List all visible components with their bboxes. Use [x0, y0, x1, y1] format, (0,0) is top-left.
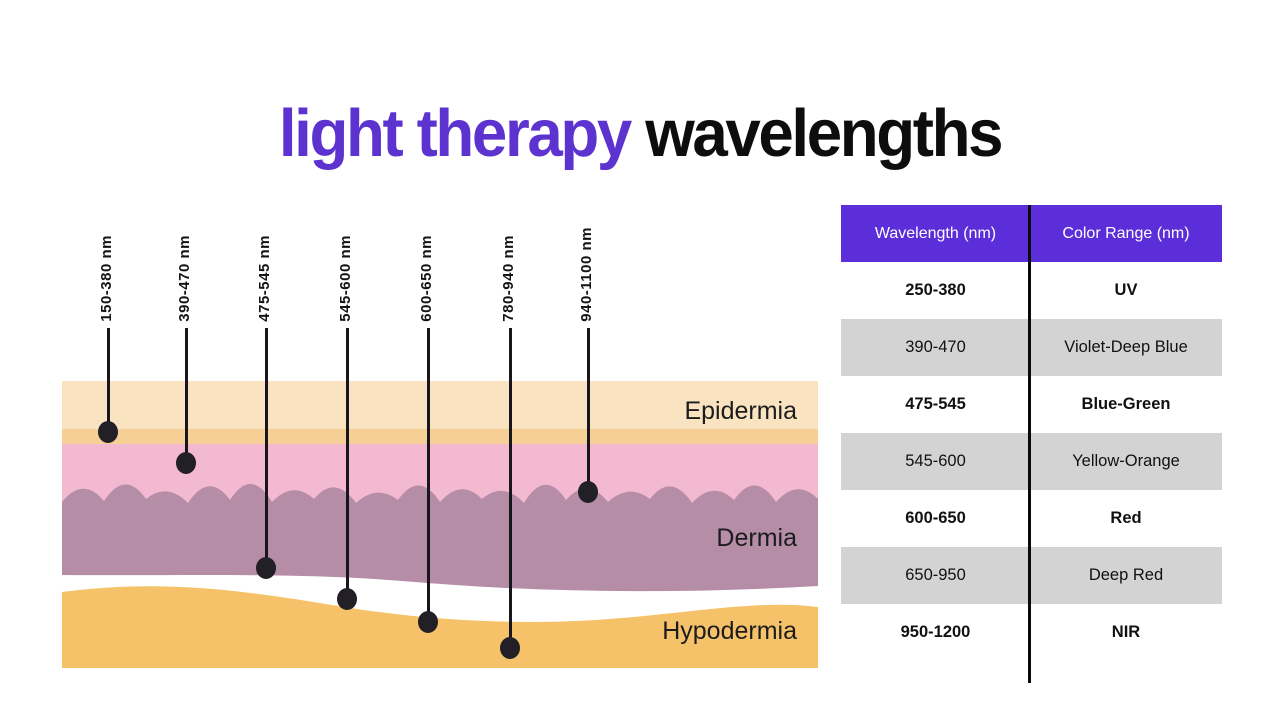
- probe-line: [345, 328, 349, 599]
- dermis-shape: [62, 483, 818, 592]
- skin-diagram: 150-380 nm 390-470 nm 475-545 nm 545-600…: [62, 190, 818, 668]
- wavelength-cell: 475-545: [905, 395, 966, 413]
- table-row: 475-545 Blue-Green: [841, 376, 1222, 433]
- title-highlight: light therapy: [278, 95, 632, 171]
- probe-depth-dot: [500, 637, 520, 659]
- color-range-cell: Blue-Green: [1081, 395, 1171, 413]
- epidermis-band: [62, 381, 818, 429]
- table-row: 950-1200 NIR: [841, 604, 1222, 661]
- probe-wavelength-label: 780-940 nm: [500, 235, 517, 322]
- table-body: 250-380 UV 390-470 Violet-Deep Blue 475-…: [841, 262, 1222, 661]
- table-row: 600-650 Red: [841, 490, 1222, 547]
- table-row: 650-950 Deep Red: [841, 547, 1222, 604]
- epidermis-strip: [62, 429, 818, 444]
- table-header-wavelength: Wavelength (nm): [874, 224, 997, 242]
- color-range-cell: UV: [1114, 281, 1138, 299]
- color-range-cell: Deep Red: [1088, 566, 1164, 584]
- table-row: 250-380 UV: [841, 262, 1222, 319]
- hypodermis-shape: [62, 586, 818, 668]
- layer-label-hypodermia: Hypodermia: [662, 617, 797, 645]
- probe-line: [264, 328, 268, 568]
- wavelength-cell: 545-600: [905, 452, 966, 470]
- probe-line: [508, 328, 512, 648]
- probe-depth-dot: [176, 452, 196, 474]
- probe-depth-dot: [98, 421, 118, 443]
- probe-wavelength-label: 600-650 nm: [418, 235, 435, 322]
- wavelength-cell: 650-950: [905, 566, 966, 584]
- probe-line: [426, 328, 430, 622]
- probe-wavelength-label: 150-380 nm: [98, 235, 115, 322]
- probe-wavelength-label: 545-600 nm: [337, 235, 354, 322]
- title-rest: wavelengths: [629, 95, 1003, 171]
- table-row: 390-470 Violet-Deep Blue: [841, 319, 1222, 376]
- table-header-color-range: Color Range (nm): [1062, 224, 1190, 242]
- wavelength-cell: 390-470: [905, 338, 966, 356]
- probe-depth-dot: [578, 481, 598, 503]
- color-range-cell: NIR: [1111, 623, 1141, 641]
- skin-layers-illustration: [62, 381, 818, 668]
- color-range-cell: Yellow-Orange: [1072, 452, 1180, 470]
- color-range-cell: Red: [1110, 509, 1142, 527]
- probe-wavelength-label: 940-1100 nm: [578, 227, 595, 322]
- color-range-cell: Violet-Deep Blue: [1064, 338, 1188, 356]
- table-row: 545-600 Yellow-Orange: [841, 433, 1222, 490]
- probe-depth-dot: [337, 588, 357, 610]
- probe-depth-dot: [256, 557, 276, 579]
- table-header-row: Wavelength (nm) Color Range (nm): [841, 205, 1222, 262]
- probe-line: [106, 328, 110, 432]
- wavelength-cell: 250-380: [905, 281, 966, 299]
- wavelength-table: Wavelength (nm) Color Range (nm) 250-380…: [841, 205, 1222, 683]
- probe-wavelength-label: 475-545 nm: [256, 235, 273, 322]
- layer-label-dermia: Dermia: [716, 524, 797, 552]
- page-title: light therapy wavelengths: [32, 95, 1248, 172]
- probe-line: [184, 328, 188, 463]
- wavelength-cell: 950-1200: [900, 623, 971, 641]
- probe-depth-dot: [418, 611, 438, 633]
- layer-label-epidermia: Epidermia: [684, 397, 797, 425]
- probe-wavelength-label: 390-470 nm: [176, 235, 193, 322]
- wavelength-cell: 600-650: [905, 509, 966, 527]
- table-column-divider: [1028, 205, 1031, 683]
- probe-line: [586, 328, 590, 492]
